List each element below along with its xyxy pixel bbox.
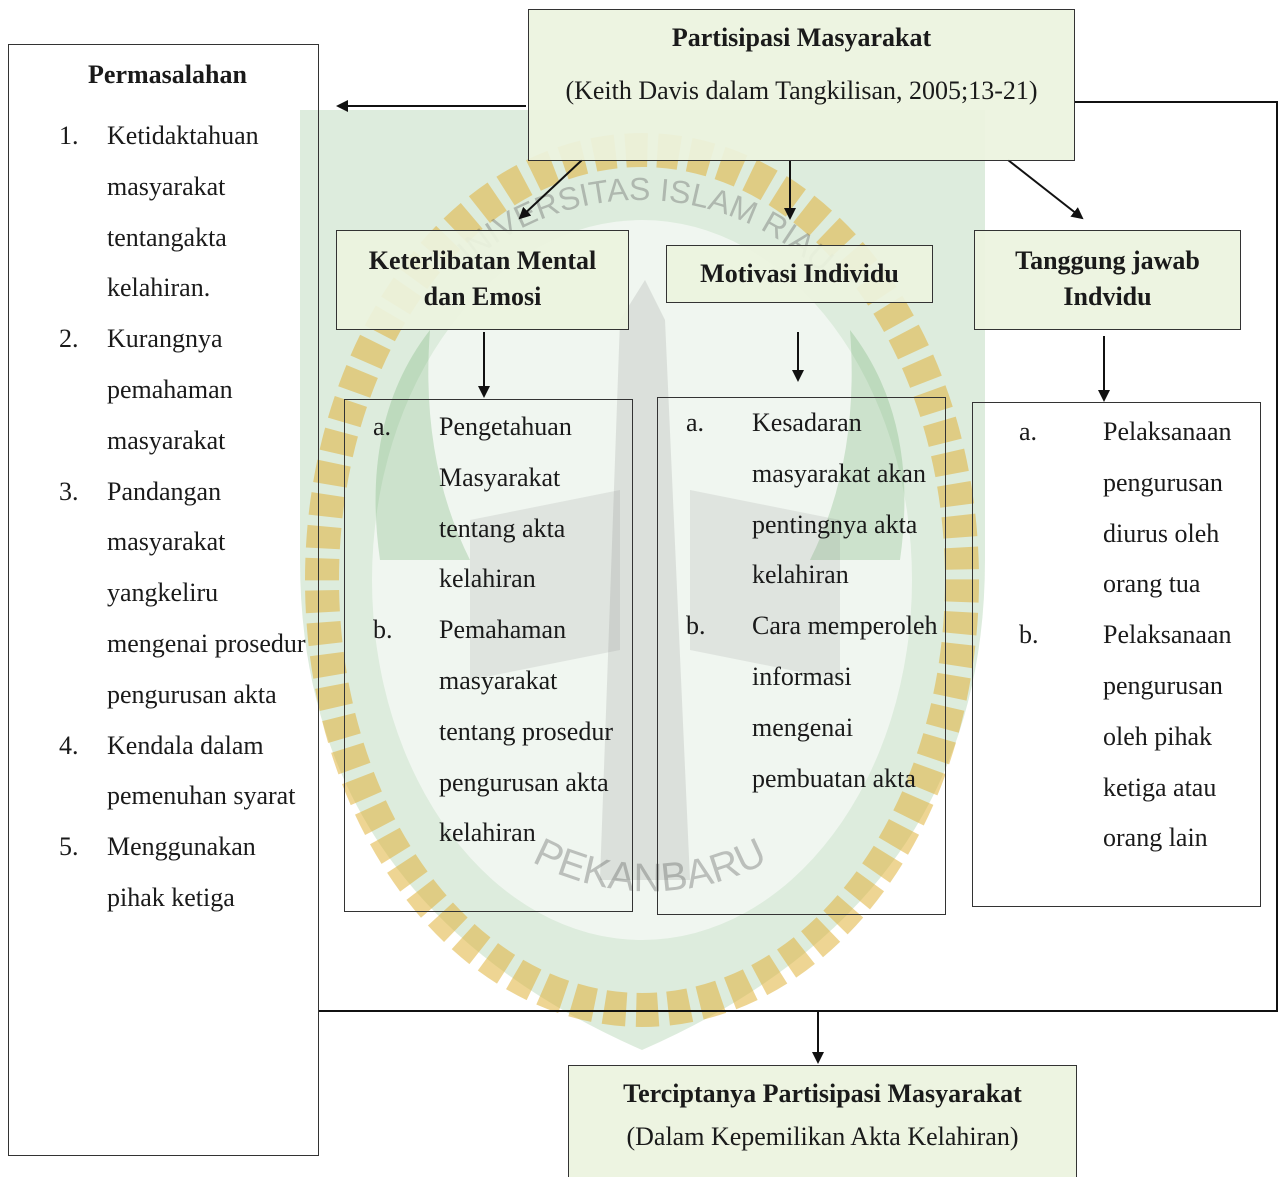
top-concept-source: (Keith Davis dalam Tangkilisan, 2005;13-… xyxy=(565,76,1038,105)
problem-item: 1.Ketidaktahuan masyarakat tentangakta k… xyxy=(59,121,259,303)
indicators-mental: a.Pengetahuan Masyarakat tentang akta ke… xyxy=(344,399,633,912)
indicator-item: b.Cara memperoleh informasi mengenai pem… xyxy=(686,611,938,793)
indicators-motivation: a.Kesadaran masyarakat akan pentingnya a… xyxy=(657,397,946,915)
indicator-item: b.Pelaksanaan pengurusan oleh pihak keti… xyxy=(1019,620,1232,853)
problems-title: Permasalahan xyxy=(88,60,247,89)
problem-item: 3.Pandangan masyarakat yangkeliru mengen… xyxy=(59,476,306,709)
problems-box: Permasalahan 1.Ketidaktahuan masyarakat … xyxy=(8,44,319,1156)
dimension-header-responsibility: Tanggung jawab Indvidu xyxy=(974,230,1241,330)
result-title: Terciptanya Partisipasi Masyarakat xyxy=(623,1079,1022,1108)
dimension-header-mental: Keterlibatan Mental dan Emosi xyxy=(336,230,629,330)
problem-item: 4.Kendala dalam pemenuhan syarat xyxy=(59,730,296,811)
top-concept-title: Partisipasi Masyarakat xyxy=(671,23,932,52)
indicator-item: a.Pelaksanaan pengurusan diurus oleh ora… xyxy=(1019,417,1232,599)
indicator-item: a.Pengetahuan Masyarakat tentang akta ke… xyxy=(373,412,572,594)
problem-item: 2.Kurangnya pemahaman masyarakat xyxy=(59,324,233,455)
problems-list: 1.Ketidaktahuan masyarakat tentangakta k… xyxy=(29,111,306,924)
indicators-responsibility: a.Pelaksanaan pengurusan diurus oleh ora… xyxy=(972,402,1261,907)
indicator-item: b.Pemahaman masyarakat tentang prosedur … xyxy=(373,615,614,848)
problem-item: 5.Menggunakan pihak ketiga xyxy=(59,832,256,912)
dimension-header-motivation: Motivasi Individu xyxy=(666,245,933,303)
top-concept-box: Partisipasi Masyarakat (Keith Davis dala… xyxy=(528,9,1075,161)
indicator-item: a.Kesadaran masyarakat akan pentingnya a… xyxy=(686,408,926,590)
result-subtitle: (Dalam Kepemilikan Akta Kelahiran) xyxy=(626,1122,1019,1151)
result-box: Terciptanya Partisipasi Masyarakat (Dala… xyxy=(568,1065,1077,1177)
